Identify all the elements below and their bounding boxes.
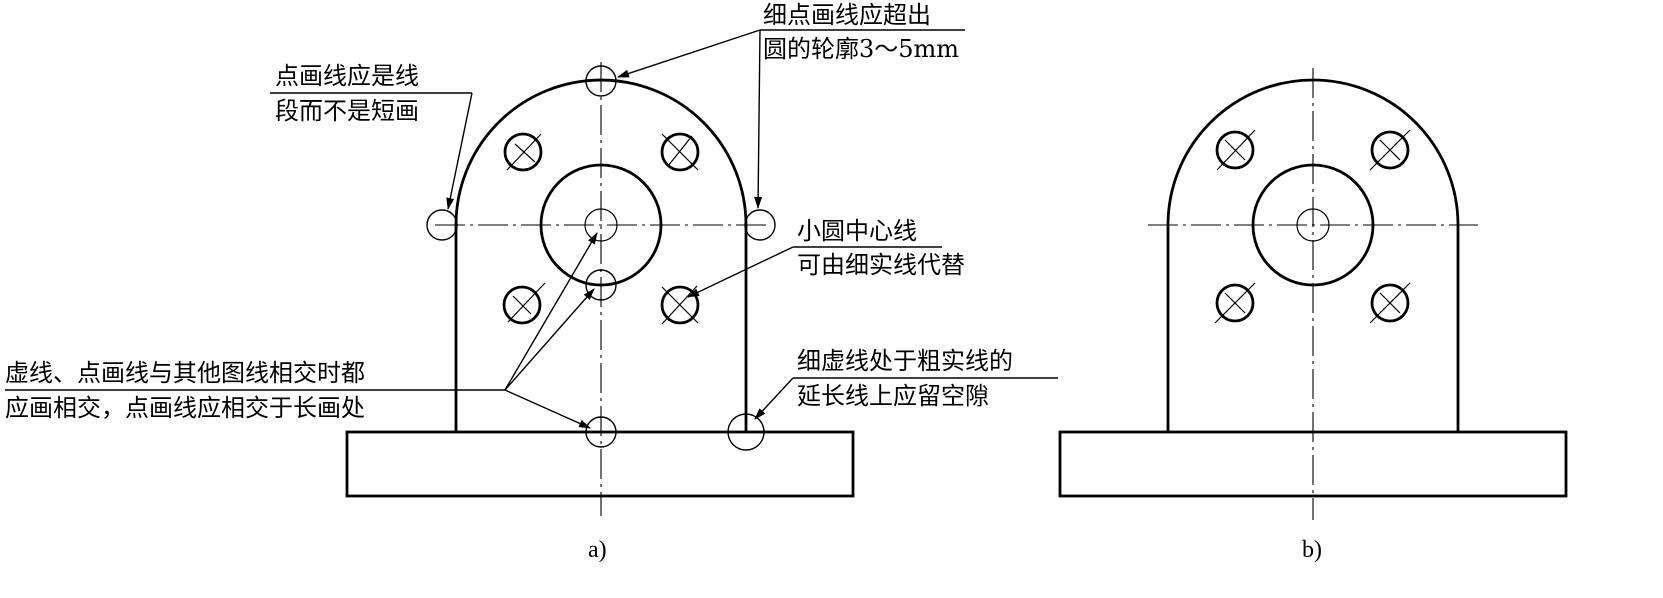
small-hole-tl-b	[1215, 129, 1256, 171]
note-centerline-overshoot-1: 细点画线应超出	[763, 1, 931, 29]
highlight-left-a	[426, 209, 458, 241]
caption-a: a)	[588, 537, 607, 563]
small-hole-br-a	[660, 285, 700, 325]
small-hole-tr-b	[1369, 129, 1411, 171]
highlight-top-a	[585, 65, 617, 97]
note-centerline-overshoot-2: 圆的轮廓3～5mm	[763, 35, 960, 63]
leaders-a	[5, 29, 1058, 429]
small-hole-bl-b	[1214, 282, 1256, 324]
small-hole-tl-a	[503, 132, 543, 172]
highlight-gap-a	[727, 413, 765, 451]
note-gap-2: 延长线上应留空隙	[797, 382, 989, 410]
note-gap-1: 细虚线处于粗实线的	[797, 347, 1013, 375]
caption-b: b)	[1302, 537, 1322, 563]
note-intersections-1: 虚线、点画线与其他图线相交时都	[5, 359, 365, 387]
small-hole-bl-a	[502, 282, 546, 325]
view-b	[1058, 68, 1568, 520]
note-dash-dot-segments-2: 段而不是短画	[275, 97, 419, 125]
highlight-right-a	[744, 209, 776, 241]
note-dash-dot-segments-1: 点画线应是线	[275, 62, 419, 90]
note-small-circle-2: 可由细实线代替	[797, 251, 965, 279]
small-hole-br-b	[1369, 282, 1411, 324]
view-a	[345, 62, 855, 516]
small-hole-tr-a	[660, 132, 700, 172]
note-intersections-2: 应画相交，点画线应相交于长画处	[5, 394, 365, 422]
highlight-base-a	[585, 416, 617, 448]
note-small-circle-1: 小圆中心线	[797, 217, 917, 245]
base-plate-a	[345, 430, 855, 498]
highlight-mid-a	[585, 269, 617, 301]
